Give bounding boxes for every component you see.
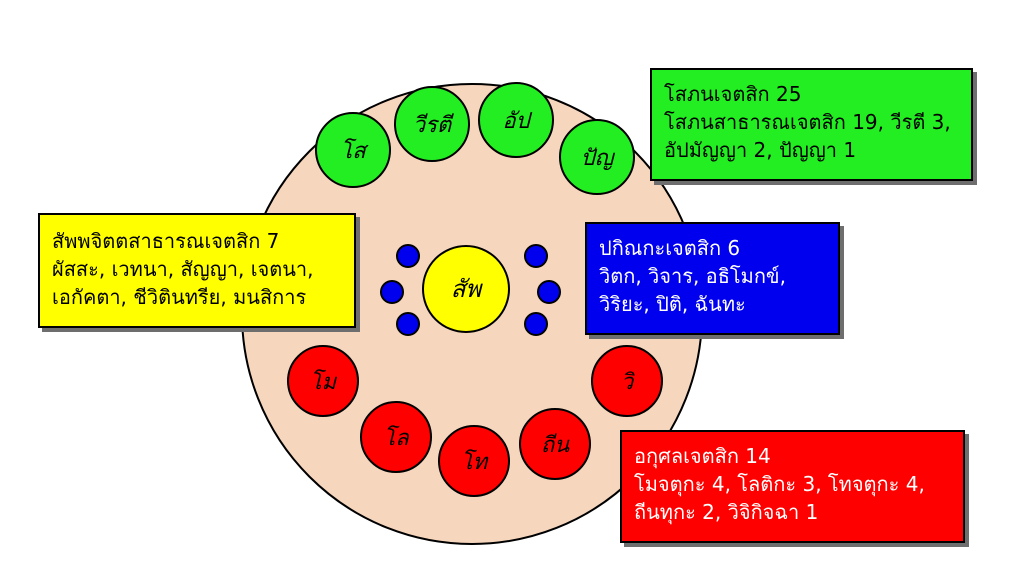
pakinnaka-box: ปกิณกะเจตสิก 6 วิตก, วิจาร, อธิโมกข์, วิ… — [585, 222, 840, 335]
akusala-circle-5: วิ — [591, 345, 663, 417]
pakinnaka-dot — [380, 280, 404, 304]
akusala-circle-1-label: โม — [310, 369, 338, 395]
pakinnaka-dot — [524, 312, 548, 336]
akusala-circle-group: โม โล โท ถีน วิ — [287, 345, 663, 497]
akusala-box-line-2: โมจตุกะ 4, โลติกะ 3, โทจตุกะ 4, — [634, 472, 925, 496]
akusala-circle-5-label: วิ — [621, 370, 635, 395]
akusala-box-title: อกุศลเจตสิก 14 — [634, 444, 771, 468]
sobhana-box: โสภนเจตสิก 25 โสภนสาธารณเจตสิก 19, วีรตี… — [650, 68, 973, 181]
sobhana-box-body: โสภนสาธารณเจตสิก 19, วีรตี 3, อัปมัญญา 2… — [664, 110, 951, 162]
pakinnaka-box-line-3: วิริยะ, ปิติ, ฉันทะ — [599, 292, 746, 316]
center-circle: สัพ — [422, 245, 510, 333]
sabbacitta-box: สัพพจิตตสาธารณเจตสิก 7 ผัสสะ, เวทนา, สัญ… — [38, 213, 356, 328]
sabbacitta-box-title: สัพพจิตตสาธารณเจตสิก 7 — [52, 229, 280, 253]
sobhana-circle-2: วีรตี — [394, 86, 470, 162]
sobhana-circle-4-label: ปัญ — [581, 146, 616, 171]
pakinnaka-dot-group — [380, 244, 561, 336]
sobhana-circle-3-label: อัป — [502, 109, 532, 134]
pakinnaka-box-title: ปกิณกะเจตสิก 6 — [599, 236, 741, 260]
akusala-box-line-3: ถีนทุกะ 2, วิจิกิจฉา 1 — [634, 500, 819, 524]
sabbacitta-box-line-3: เอกัคตา, ชีวิตินทรีย, มนสิการ — [52, 285, 307, 309]
sobhana-circle-2-label: วีรตี — [413, 113, 454, 138]
akusala-circle-4: ถีน — [519, 408, 591, 480]
sabbacitta-box-line-2: ผัสสะ, เวทนา, สัญญา, เจตนา, — [52, 257, 314, 281]
sobhana-circle-1-label: โส — [340, 138, 369, 164]
sobhana-circle-4: ปัญ — [559, 119, 635, 195]
akusala-circle-3-label: โท — [461, 449, 489, 475]
akusala-circle-1: โม — [287, 345, 359, 417]
akusala-circle-4-label: ถีน — [541, 433, 570, 458]
pakinnaka-dot — [396, 244, 420, 268]
pakinnaka-dot — [396, 312, 420, 336]
sobhana-box-title: โสภนเจตสิก 25 — [664, 82, 802, 106]
akusala-circle-3: โท — [438, 425, 510, 497]
sobhana-circle-1: โส — [315, 112, 391, 188]
akusala-circle-2: โล — [360, 401, 432, 473]
pakinnaka-box-line-2: วิตก, วิจาร, อธิโมกข์, — [599, 264, 786, 288]
pakinnaka-dot — [524, 244, 548, 268]
sobhana-circle-group: โส วีรตี อัป ปัญ — [315, 82, 635, 195]
akusala-circle-2-label: โล — [383, 425, 410, 451]
pakinnaka-dot — [537, 280, 561, 304]
center-circle-label: สัพ — [451, 275, 484, 303]
akusala-box: อกุศลเจตสิก 14 โมจตุกะ 4, โลติกะ 3, โทจต… — [620, 430, 965, 543]
sobhana-circle-3: อัป — [478, 82, 554, 158]
